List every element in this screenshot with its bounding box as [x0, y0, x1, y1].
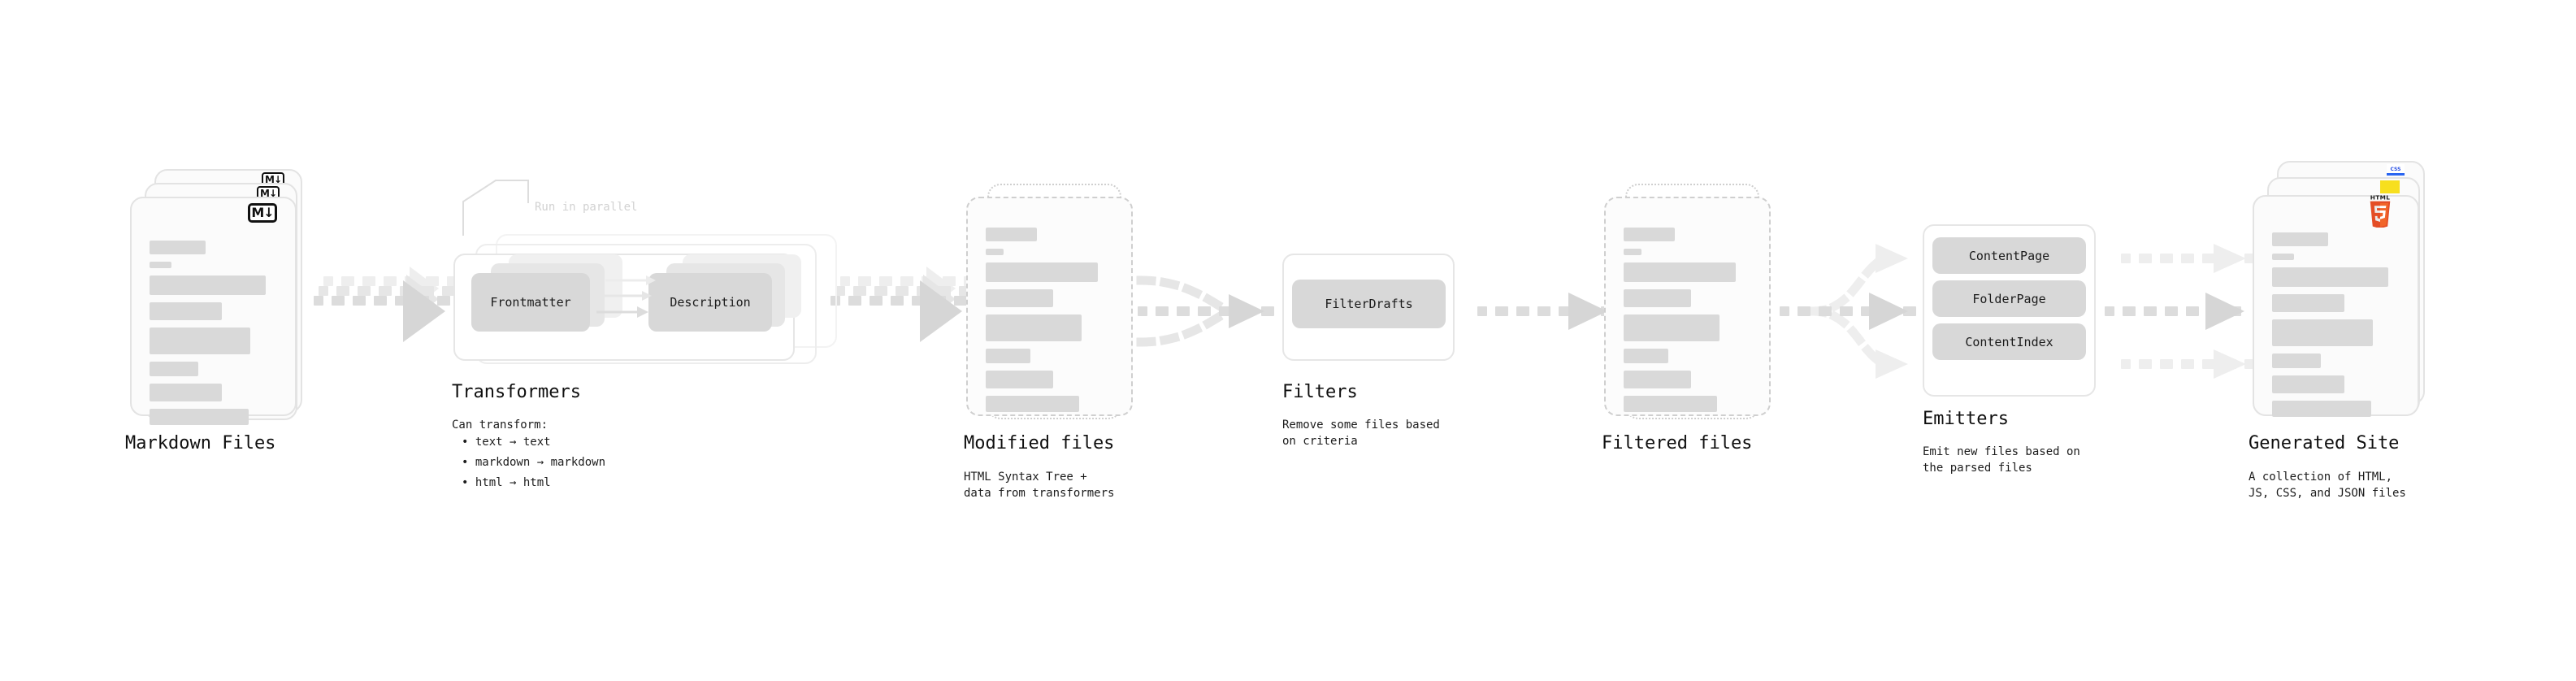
filters-subtitle: Remove some files based on criteria [1282, 419, 1440, 449]
markdown-files-title: Markdown Files [125, 433, 276, 453]
emitters-pill-contentpage[interactable]: ContentPage [1932, 237, 2086, 274]
emitters-title: Emitters [1923, 409, 2009, 429]
emitters-pill-contentindex[interactable]: ContentIndex [1932, 323, 2086, 360]
css-icon-bar [2387, 173, 2405, 176]
modified-files-subtitle: HTML Syntax Tree + data from transformer… [964, 471, 1115, 501]
filtered-card-lines [1624, 228, 1751, 419]
transformers-pill-description[interactable]: Description [648, 273, 772, 332]
connector-filtered-to-emitters [1780, 244, 1916, 379]
filtered-files-title: Filtered files [1602, 433, 1753, 453]
css-icon: CSS [2387, 164, 2405, 176]
transformers-pill-frontmatter[interactable]: Frontmatter [471, 273, 590, 332]
transformers-title: Transformers [452, 382, 581, 402]
js-icon [2380, 180, 2400, 193]
markdown-card-front [130, 197, 297, 425]
filters-pill-filterdrafts[interactable]: FilterDrafts [1292, 280, 1446, 328]
connector-modified-to-filters [1136, 275, 1274, 347]
emitters-pill-folderpage[interactable]: FolderPage [1932, 280, 2086, 317]
generated-card-lines [2272, 232, 2400, 424]
run-in-parallel-bracket [462, 180, 529, 236]
transformers-bullet-2: • html → html [462, 476, 551, 490]
run-in-parallel-label: Run in parallel [535, 201, 638, 214]
modified-card-front [966, 197, 1133, 416]
transformers-bullets: • text → text • markdown → markdown • ht… [462, 432, 605, 494]
filters-title: Filters [1282, 382, 1358, 402]
connector-emitters-to-site [2105, 244, 2257, 379]
markdown-icon: M↓ [248, 203, 277, 223]
connector-transformers-to-modified [830, 267, 977, 342]
css-icon-label: CSS [2390, 167, 2401, 172]
html5-icon: HTML [2370, 195, 2391, 228]
generated-site-subtitle: A collection of HTML, JS, CSS, and JSON … [2249, 471, 2406, 501]
generated-site-title: Generated Site [2249, 433, 2400, 453]
markdown-card-lines [150, 241, 277, 432]
transformers-bullet-1: • markdown → markdown [462, 456, 606, 470]
connector-md-to-transformers [314, 267, 460, 342]
modified-files-title: Modified files [964, 433, 1115, 453]
transformers-subtitle: Can transform: [452, 419, 549, 432]
svg-text:HTML: HTML [2370, 195, 2391, 201]
transformers-bullet-0: • text → text [462, 436, 551, 449]
modified-card-lines [986, 228, 1113, 419]
filtered-card-front [1604, 197, 1771, 416]
connector-filters-to-filtered [1477, 293, 1614, 330]
generated-card-html [2253, 195, 2419, 417]
emitters-subtitle: Emit new files based on the parsed files [1923, 445, 2080, 475]
